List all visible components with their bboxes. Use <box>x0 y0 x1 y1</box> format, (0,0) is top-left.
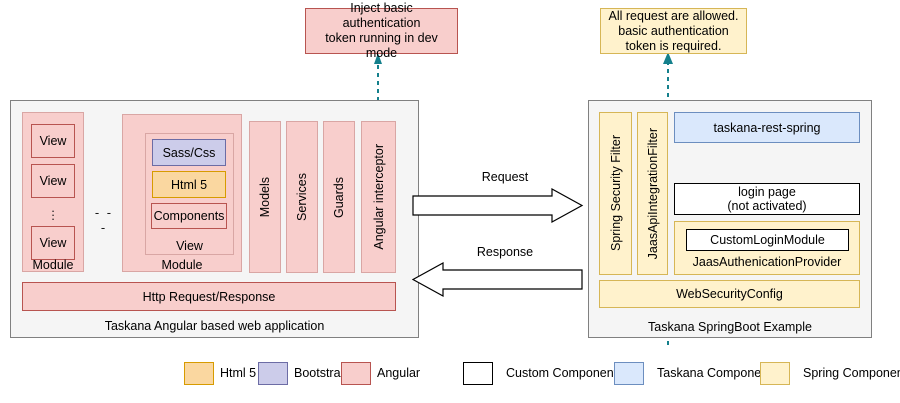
column-services: Services <box>286 121 318 273</box>
column-angular-interceptor: Angular interceptor <box>361 121 396 273</box>
spring-note: All request are allowed. basic authentic… <box>600 8 747 54</box>
legend-label-taskana-component: Taskana Component <box>657 366 772 380</box>
column-guards: Guards <box>323 121 355 273</box>
jaas-authentication-provider-label: JaasAuthenicationProvider <box>692 255 842 269</box>
response-arrow <box>412 262 583 298</box>
components-box: Components <box>151 203 227 229</box>
module-a-view-1: View <box>31 124 75 158</box>
legend-swatch-taskana-component <box>614 362 644 385</box>
legend-label-custom-component: Custom Component <box>506 366 618 380</box>
jaas-api-integration-filter: JaasApiIntegrationFilter <box>637 112 668 275</box>
module-b-view-label: View <box>176 238 203 253</box>
taskana-rest-spring: taskana-rest-spring <box>674 112 860 143</box>
column-models: Models <box>249 121 281 273</box>
view-label: View <box>39 174 67 188</box>
web-security-config: WebSecurityConfig <box>599 280 860 308</box>
request-arrow-label: Request <box>481 170 529 184</box>
legend-swatch-spring-component <box>760 362 790 385</box>
legend-swatch-bootstrap <box>258 362 288 385</box>
legend-item-bootstrap: Bootstrap <box>258 362 348 385</box>
legend-item-spring-component: Spring Component <box>760 362 900 385</box>
legend-swatch-html5 <box>184 362 214 385</box>
view-label: View <box>39 236 67 250</box>
custom-login-module: CustomLoginModule <box>686 229 849 251</box>
spring-security-filter: Spring Security Filter <box>599 112 632 275</box>
legend-item-taskana-component: Taskana Component <box>614 362 772 385</box>
spring-note-text: All request are allowed. basic authentic… <box>608 8 739 53</box>
left-panel-label: Taskana Angular based web application <box>104 319 325 333</box>
module-a-label: Module <box>32 258 74 272</box>
view-label: View <box>39 134 67 148</box>
legend-item-html5: Html 5 <box>184 362 256 385</box>
module-a-view-2: View <box>31 164 75 198</box>
login-page-box: login page (not activated) <box>674 183 860 215</box>
module-a-ellipsis: ... <box>51 200 55 223</box>
angular-note: Inject basic authentication token runnin… <box>305 1 458 60</box>
login-page-text: login page (not activated) <box>727 185 807 213</box>
angular-note-text: Inject basic authentication token runnin… <box>325 1 438 60</box>
legend-label-angular: Angular <box>377 366 421 380</box>
legend-label-spring-component: Spring Component <box>803 366 900 380</box>
sass-css-box: Sass/Css <box>152 139 226 166</box>
module-b-label: Module <box>161 257 203 272</box>
request-arrow <box>412 188 584 224</box>
module-a-view-3: View <box>31 226 75 260</box>
legend-item-angular: Angular <box>341 362 420 385</box>
http-request-response-bar: Http Request/Response <box>22 282 396 311</box>
legend-swatch-angular <box>341 362 371 385</box>
legend-label-html5: Html 5 <box>220 366 257 380</box>
response-arrow-label: Response <box>476 245 534 259</box>
html5-box: Html 5 <box>152 171 226 198</box>
legend-swatch-custom-component <box>463 362 493 385</box>
legend-label-bootstrap: Bootstrap <box>294 366 348 380</box>
legend-item-custom-component: Custom Component <box>463 362 617 385</box>
right-panel-label: Taskana SpringBoot Example <box>648 320 812 334</box>
modules-separator: - - - <box>94 205 114 235</box>
